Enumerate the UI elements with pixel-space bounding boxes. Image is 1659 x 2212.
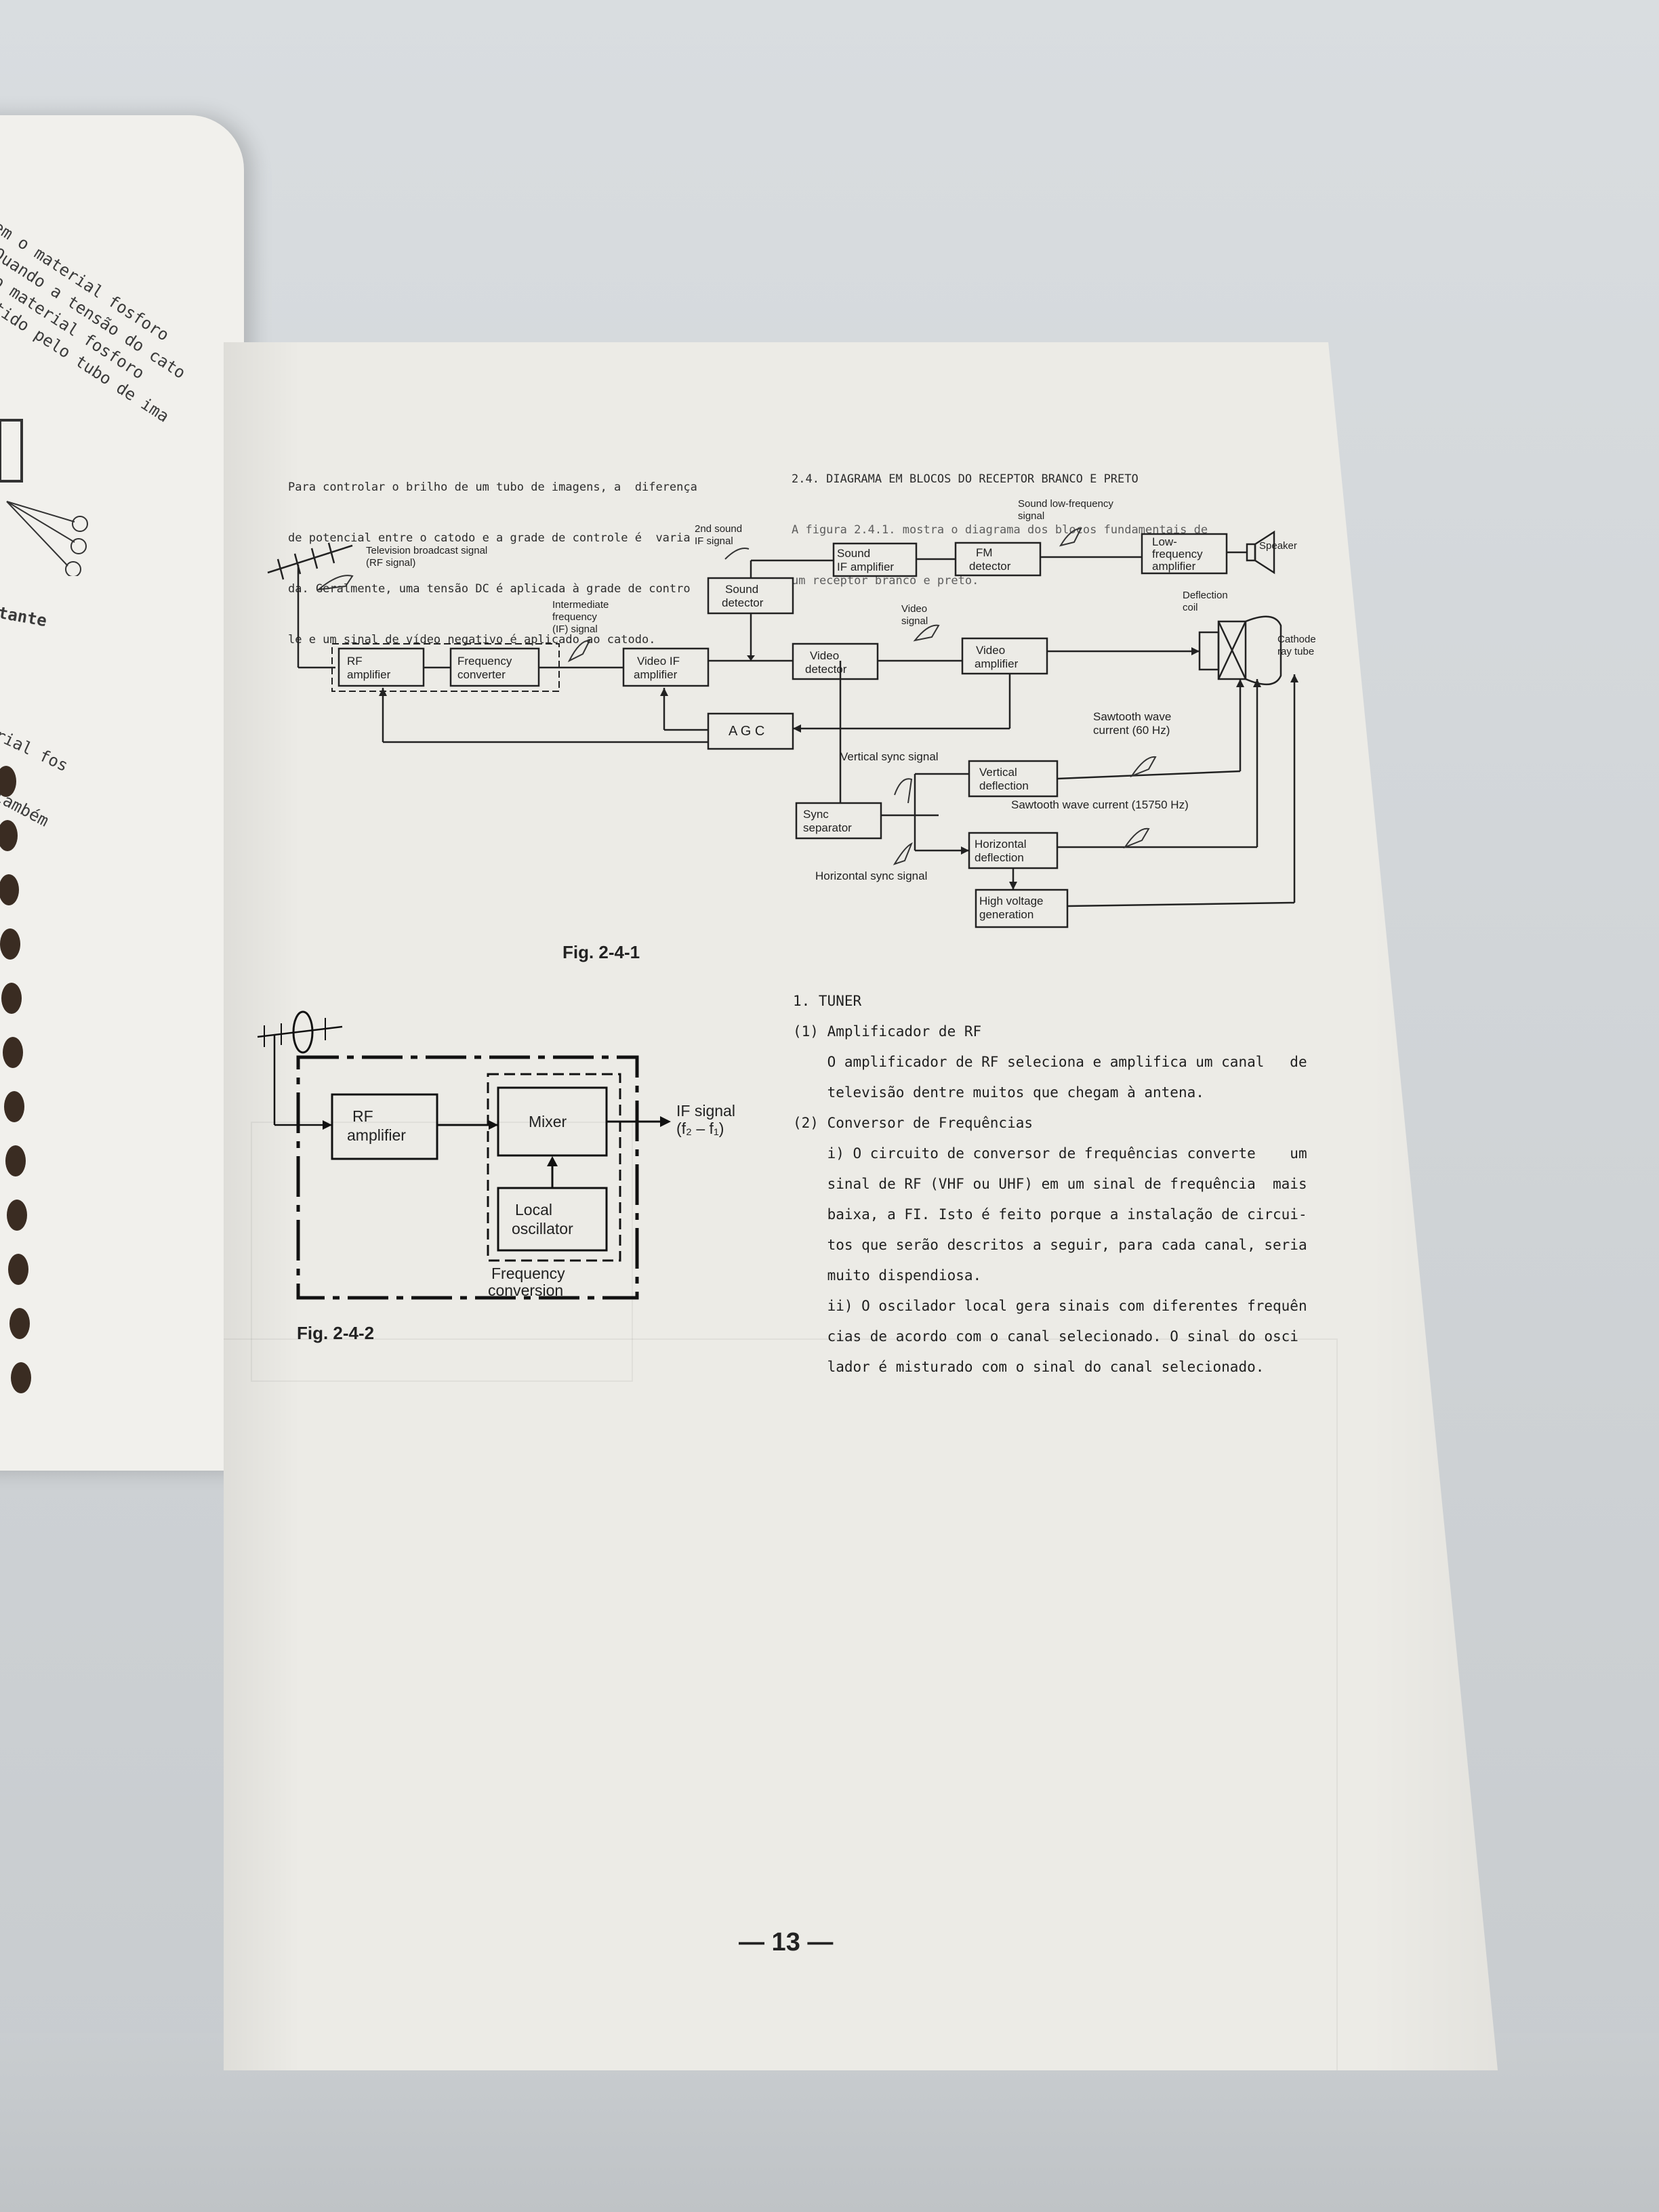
svg-text:conversion: conversion [488,1282,563,1299]
svg-text:frequency: frequency [1152,548,1203,560]
block-high-voltage-generation: High voltage [979,895,1044,907]
svg-text:(RF signal): (RF signal) [366,557,415,569]
svg-text:coil: coil [1183,602,1198,613]
left-page-diagram-fragment [0,419,88,576]
svg-text:frequency: frequency [552,611,597,623]
document-page: Para controlar o brilho de um tubo de im… [224,342,1498,2070]
page-number: — 13 — [739,1928,834,1957]
svg-text:current (60 Hz): current (60 Hz) [1093,724,1170,737]
svg-text:IF signal: IF signal [695,535,733,547]
label-speaker: Speaker [1259,540,1297,552]
label-vertical-sync: Vertical sync signal [840,750,939,763]
tuner-section-text: 1. TUNER (1) Amplificador de RF O amplif… [793,986,1307,1382]
svg-text:ray tube: ray tube [1277,646,1314,657]
label-video-signal: Video [901,603,927,615]
fig-2-4-2-caption: Fig. 2-4-2 [297,1323,375,1343]
label-sawtooth-60hz: Sawtooth wave [1093,710,1171,723]
left-page: em o material fosforo Quando a tensão do… [0,115,244,1471]
block-sync-separator: Sync [803,808,829,821]
block-agc: A G C [729,724,764,739]
fig2-frequency-conversion: Frequency [491,1265,565,1282]
label-sawtooth-15750hz: Sawtooth wave current (15750 Hz) [1011,798,1189,811]
block-low-frequency-amplifier: Low- [1152,535,1177,548]
block-diagram-fig-2-4-1: RF amplifier Frequency converter Video I… [267,498,1316,928]
block-sound-detector: Sound [725,583,758,596]
block-rf-amplifier: RF [347,655,363,668]
block-horizontal-deflection: Horizontal [975,838,1027,851]
tuner-heading: 1. TUNER [793,993,862,1009]
svg-text:oscillator: oscillator [512,1220,573,1237]
block-video-if-amplifier: Video IF [637,655,680,668]
svg-text:signal: signal [1018,510,1044,522]
svg-text:amplifier: amplifier [1152,560,1196,573]
label-tv-broadcast-signal: Television broadcast signal [366,545,487,556]
block-fm-detector: FM [976,546,993,559]
svg-text:separator: separator [803,821,852,834]
svg-text:generation: generation [979,908,1033,921]
svg-text:(IF) signal: (IF) signal [552,623,598,635]
block-frequency-converter: Frequency [457,655,512,668]
svg-text:signal: signal [901,615,928,627]
label-sound-low-frequency: Sound low-frequency [1018,498,1113,510]
fig2-if-signal: IF signal [676,1102,735,1120]
fig2-local-oscillator: Local [515,1201,552,1218]
svg-text:amplifier: amplifier [347,1126,406,1144]
svg-text:detector: detector [805,663,847,676]
label-deflection-coil: Deflection [1183,590,1228,601]
svg-text:deflection: deflection [979,779,1029,792]
svg-text:deflection: deflection [975,851,1024,864]
svg-text:converter: converter [457,668,506,681]
block-sound-if-amplifier: Sound [837,547,870,560]
block-vertical-deflection: Vertical [979,766,1017,779]
block-video-detector: Video [810,649,839,662]
label-if-signal: Intermediate [552,599,609,611]
left-page-line: tante [0,603,49,631]
fig2-rf-amplifier: RF [352,1107,373,1125]
fig-2-4-1-caption: Fig. 2-4-1 [562,942,640,962]
svg-text:amplifier: amplifier [347,668,391,681]
svg-text:amplifier: amplifier [975,657,1019,670]
svg-text:detector: detector [969,560,1011,573]
fig2-mixer: Mixer [529,1113,567,1130]
svg-text:IF amplifier: IF amplifier [837,560,894,573]
label-cathode-ray-tube: Cathode [1277,634,1316,645]
block-video-amplifier: Video [976,644,1005,657]
fig2-if-formula: (f₂ – f₁) [676,1120,724,1137]
label-horizontal-sync: Horizontal sync signal [815,869,927,882]
svg-text:detector: detector [722,596,764,609]
label-2nd-sound-if: 2nd sound [695,523,742,535]
svg-text:amplifier: amplifier [634,668,678,681]
section-heading: 2.4. DIAGRAMA EM BLOCOS DO RECEPTOR BRAN… [792,472,1139,486]
tuner-diagram-fig-2-4-2: RF amplifier Mixer Local oscillator Freq… [257,1010,735,1300]
